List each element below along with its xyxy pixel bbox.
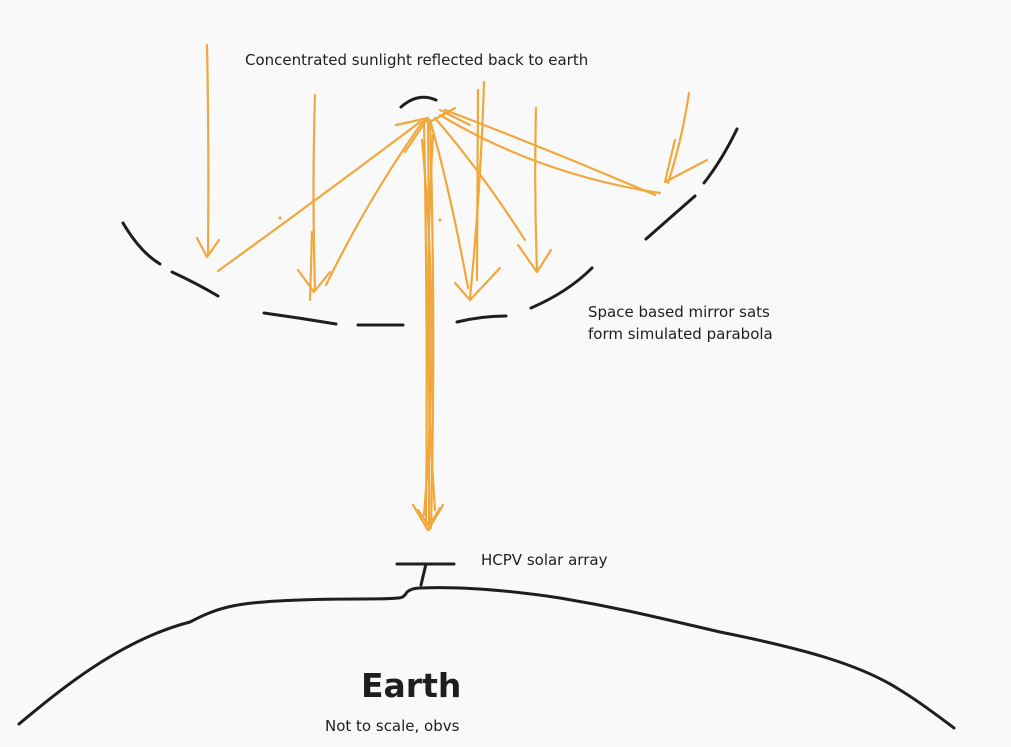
mirror-sat — [644, 194, 697, 241]
sunlight-rays — [195, 43, 709, 532]
earth-title: Earth — [361, 666, 462, 705]
array-caption: HCPV solar array — [481, 551, 608, 569]
earth-outline — [17, 586, 956, 730]
incoming-ray-1 — [195, 43, 221, 259]
scale-note: Not to scale, obvs — [325, 717, 460, 735]
mirror-sat — [529, 266, 594, 310]
incoming-ray-5 — [663, 91, 709, 185]
hcpv-solar-array — [395, 562, 456, 587]
ink-strokes — [17, 95, 956, 730]
incoming-ray-2 — [296, 93, 332, 302]
mirror-satellites — [121, 127, 739, 327]
incoming-ray-4 — [516, 106, 553, 274]
sunlight-caption: Concentrated sunlight reflected back to … — [245, 51, 589, 69]
mirror-caption-line-2: form simulated parabola — [588, 325, 773, 343]
focal-receiver — [399, 95, 438, 109]
mirror-caption: Space based mirror sats form simulated p… — [588, 301, 773, 345]
mirror-sat — [121, 221, 162, 266]
speck — [278, 216, 282, 220]
speck — [438, 218, 442, 222]
reflected-rays — [216, 106, 662, 290]
mirror-sat — [262, 311, 338, 326]
concentrated-beam — [411, 116, 445, 532]
mirror-sat — [170, 270, 220, 298]
mirror-caption-line-1: Space based mirror sats — [588, 303, 770, 321]
mirror-sat — [702, 127, 739, 185]
mirror-sat — [455, 314, 508, 324]
